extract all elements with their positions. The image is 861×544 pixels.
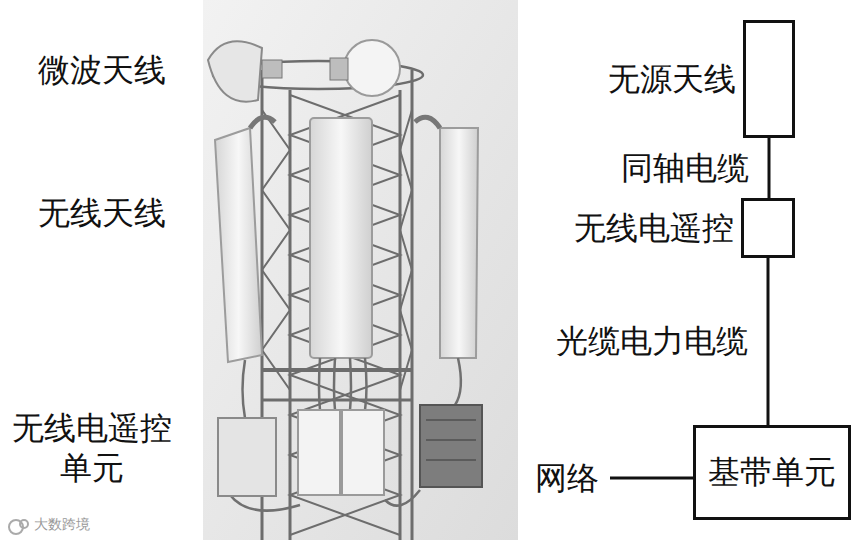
part-label: 网络 — [535, 458, 599, 498]
block-label: 无源天线 — [608, 60, 736, 98]
part-label: 无线天线 — [38, 193, 166, 233]
cable-label: 光缆电力电缆 — [554, 322, 750, 360]
lattice-tower — [213, 61, 423, 540]
photo-background — [203, 0, 518, 540]
block-label: 基带单元 — [708, 453, 836, 491]
watermark-text: 大数跨境 — [34, 516, 90, 534]
part-label: 无线电遥控 单元 — [2, 408, 182, 488]
cable-label: 同轴电缆 — [619, 149, 751, 187]
cable-line — [768, 138, 771, 198]
cable-line — [767, 258, 770, 425]
panel-antenna — [215, 117, 478, 362]
block-label: 无线电遥控 — [574, 209, 734, 247]
part-label: 微波天线 — [38, 50, 166, 90]
block-box: 基带单元 — [693, 425, 851, 520]
network-line — [610, 477, 694, 480]
block-box: 无源天线 — [743, 20, 795, 138]
radio-remote-unit — [218, 405, 482, 496]
block-box: 无线电遥控 — [741, 198, 795, 258]
watermark-logo — [9, 520, 28, 534]
microwave-dish — [208, 40, 400, 102]
